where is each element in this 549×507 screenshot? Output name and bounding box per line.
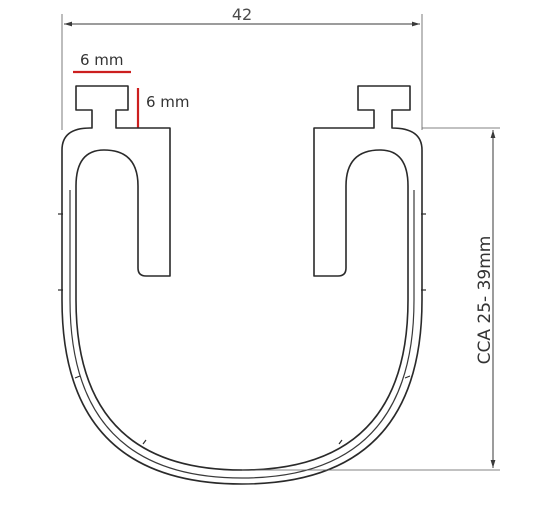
inner-wall-line [69, 190, 415, 479]
width-dimension-label: 42 [232, 5, 252, 24]
height-dimension-label: CCA 25- 39mm [475, 236, 495, 365]
slot-height-label: 6 mm [146, 93, 190, 111]
slot-width-label: 6 mm [80, 51, 124, 69]
profile-ribs [58, 213, 426, 445]
profile-outline [61, 85, 423, 485]
